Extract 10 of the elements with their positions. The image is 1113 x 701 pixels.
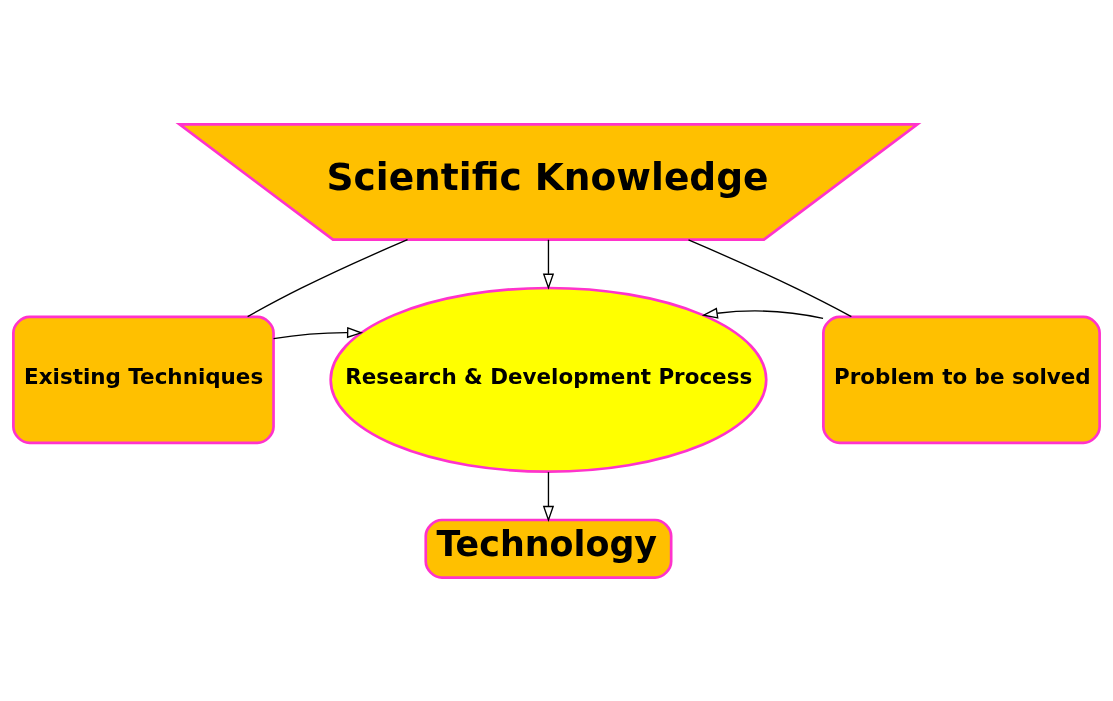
connector	[687, 238, 852, 317]
node-ellipse: Research & Development Process	[329, 286, 768, 473]
node-box: Problem to be solved	[822, 314, 1101, 444]
connector	[246, 238, 409, 317]
node-box: Existing Techniques	[12, 314, 275, 444]
arrow	[272, 326, 364, 339]
node-box: Technology	[424, 518, 673, 579]
arrow	[542, 470, 555, 522]
arrow	[701, 307, 824, 319]
arrow	[542, 238, 555, 290]
